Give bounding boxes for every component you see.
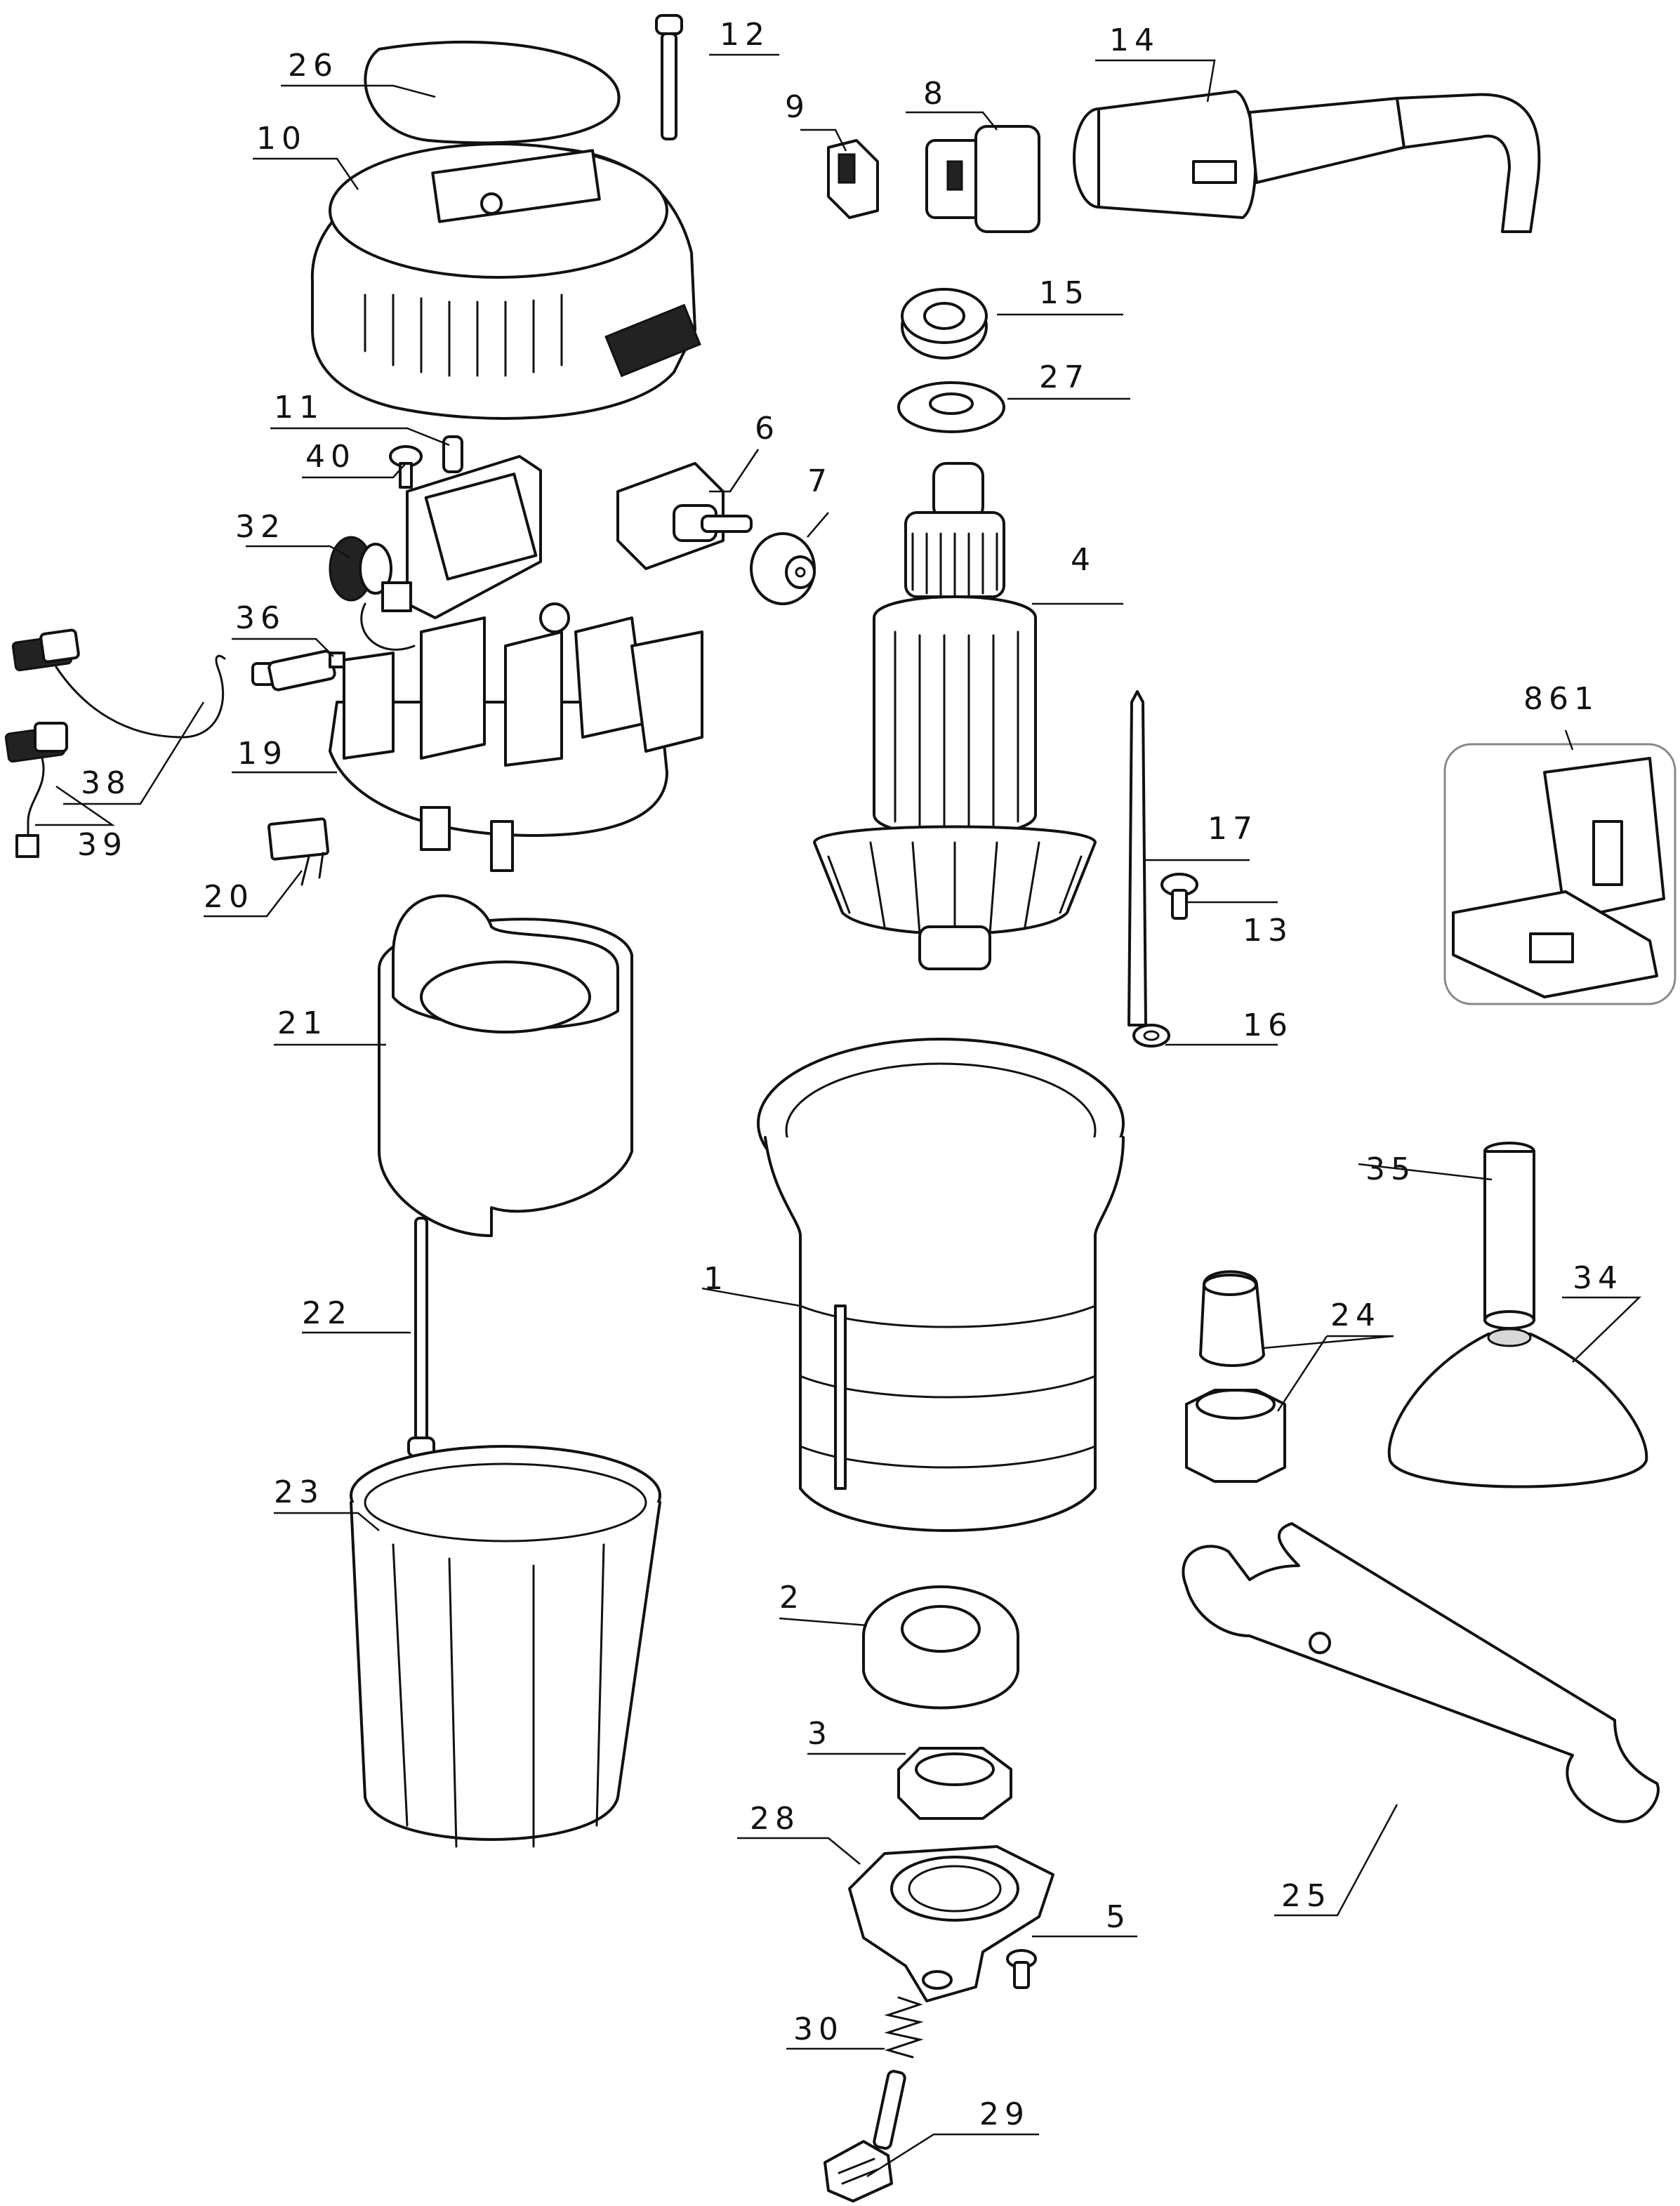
part-10-motor-cap (310, 143, 701, 420)
part-21-field-coil (378, 894, 633, 1237)
part-labels: 26 12 10 9 8 14 15 27 11 40 6 7 32 4 36 … (77, 17, 1623, 2132)
part-1-motor-housing (757, 1038, 1125, 1532)
label-16: 16 (1243, 1008, 1293, 1043)
label-13: 13 (1243, 913, 1293, 949)
label-2: 2 (779, 1580, 805, 1616)
label-1: 1 (703, 1261, 729, 1297)
part-4-armature (813, 462, 1097, 970)
label-36: 36 (235, 600, 286, 636)
label-11: 11 (274, 390, 324, 425)
part-32-switch-assembly (329, 455, 542, 651)
part-9-clip (827, 139, 879, 219)
label-22: 22 (302, 1295, 352, 1331)
part-26-label-disc (364, 40, 621, 145)
part-28-bearing-cover (848, 1845, 1054, 2002)
part-17-rod (1127, 690, 1147, 1026)
label-35: 35 (1365, 1151, 1416, 1187)
label-25: 25 (1281, 1878, 1332, 1914)
part-19-brush-holder-plate (329, 602, 703, 872)
label-14: 14 (1109, 22, 1160, 58)
label-34: 34 (1573, 1260, 1623, 1296)
label-12: 12 (720, 17, 770, 53)
part-14-cord-guard (1073, 90, 1541, 233)
part-24-collet-nut (1185, 1389, 1286, 1483)
label-30: 30 (793, 2012, 844, 2047)
part-16-ring-terminal (1132, 1024, 1170, 1048)
label-3: 3 (807, 1716, 833, 1752)
label-40: 40 (305, 439, 356, 475)
part-11-post (442, 435, 463, 473)
part-25-wrench (1182, 1522, 1660, 1823)
part-7-roller (750, 532, 816, 605)
label-27: 27 (1039, 359, 1090, 395)
label-26: 26 (288, 48, 338, 84)
leader-lines (35, 53, 1642, 2178)
label-23: 23 (274, 1474, 324, 1510)
part-36-terminal (251, 649, 345, 692)
label-15: 15 (1039, 275, 1090, 311)
label-861: 861 (1523, 681, 1599, 717)
label-38: 38 (81, 765, 131, 801)
part-22-through-bolt (407, 1217, 435, 1458)
part-15-bearing (901, 288, 988, 359)
part-6-shaft-block (616, 462, 753, 570)
part-27-washer (897, 381, 1005, 433)
part-5-screw (1006, 1949, 1037, 1989)
part-2-bearing (862, 1585, 1019, 1710)
part-3-lock-nut (897, 1747, 1012, 1820)
label-20: 20 (204, 879, 254, 915)
part-23-field-housing (350, 1445, 661, 1848)
part-38-wire-harness (11, 628, 226, 739)
label-7: 7 (807, 463, 833, 499)
label-8: 8 (923, 76, 948, 112)
label-5: 5 (1106, 1899, 1131, 1935)
label-28: 28 (750, 1801, 800, 1837)
label-19: 19 (237, 736, 288, 772)
label-39: 39 (77, 827, 128, 863)
part-12-pin (655, 14, 683, 140)
label-9: 9 (785, 89, 810, 125)
part-24-collet (1199, 1270, 1265, 1367)
label-21: 21 (277, 1005, 328, 1041)
label-6: 6 (755, 411, 780, 447)
part-40-screw (389, 445, 423, 489)
part-20-carbon-brush (267, 817, 329, 886)
part-8-connector (925, 125, 1040, 233)
part-13-screw (1160, 873, 1198, 920)
part-29-spindle-lock (824, 2070, 906, 2202)
part-861-carry-case (1443, 743, 1676, 1005)
label-24: 24 (1330, 1297, 1381, 1333)
part-39-wire (4, 722, 68, 858)
label-32: 32 (235, 509, 286, 545)
part-34-cone-base (1387, 1328, 1648, 1488)
part-35-peg (1483, 1142, 1535, 1330)
label-17: 17 (1208, 811, 1258, 847)
label-29: 29 (979, 2096, 1030, 2132)
label-10: 10 (256, 121, 307, 157)
label-4: 4 (1071, 542, 1096, 578)
part-30-spring (884, 1996, 924, 2059)
